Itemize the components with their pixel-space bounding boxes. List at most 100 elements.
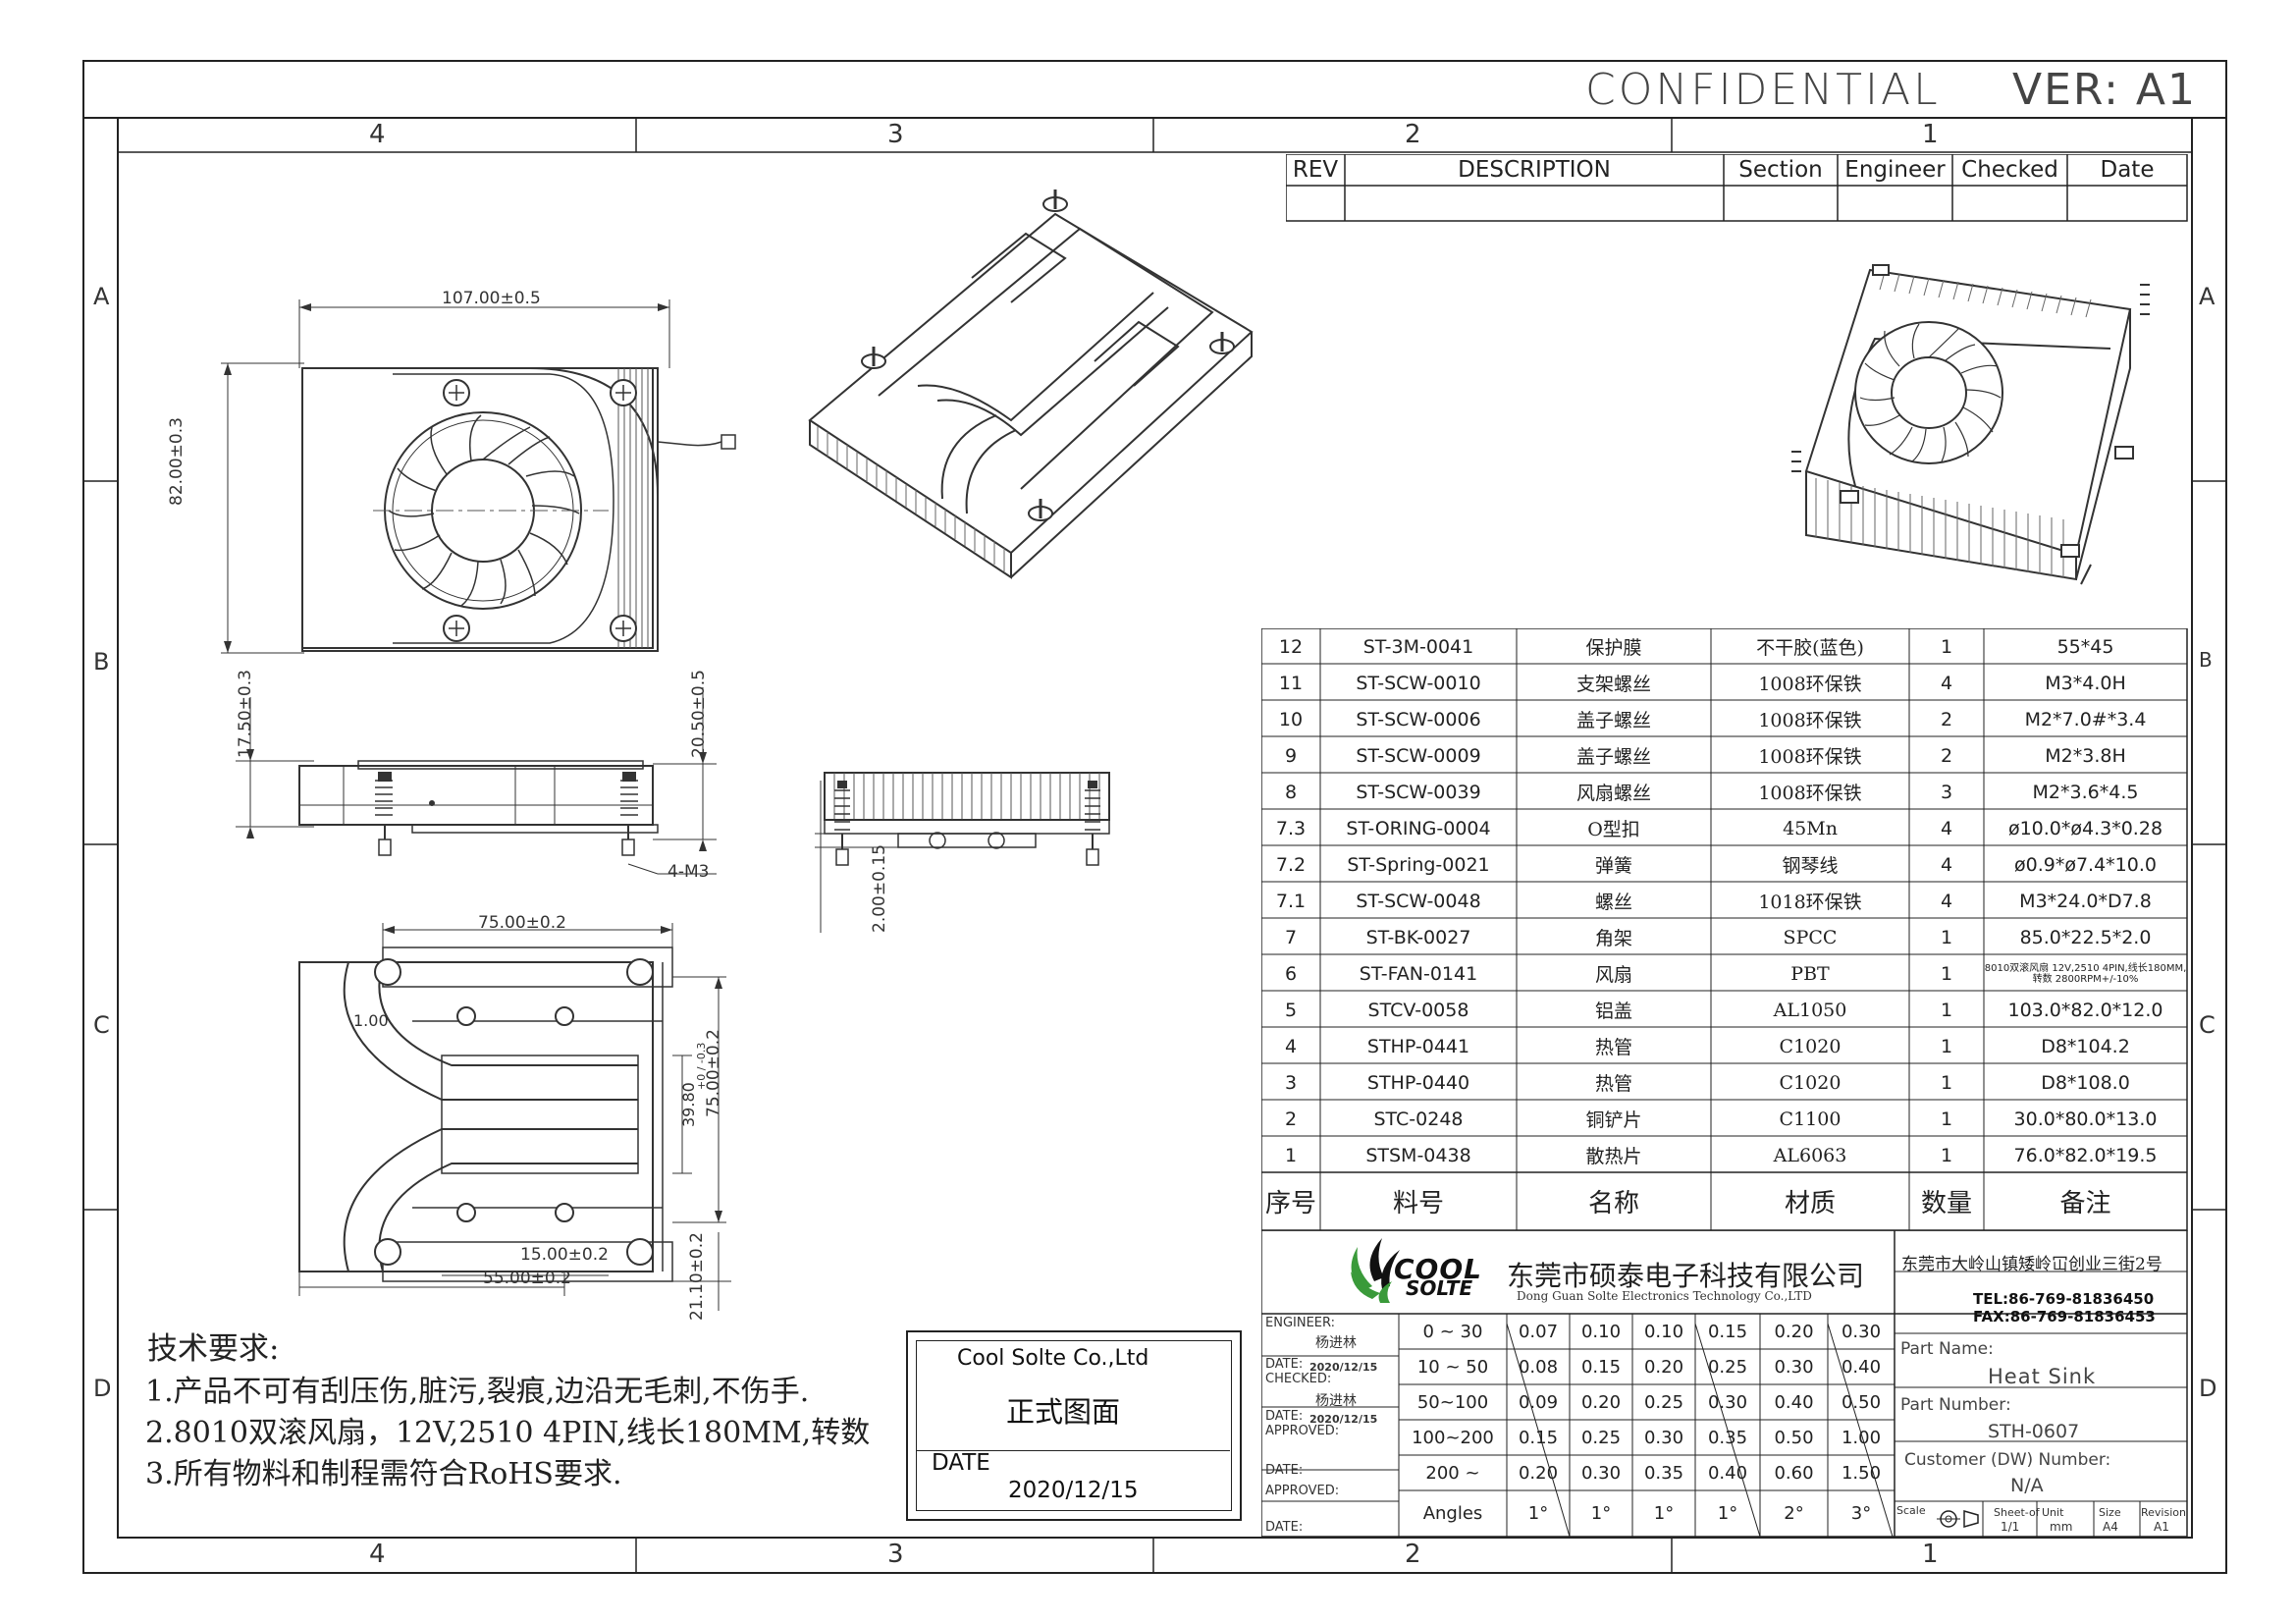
bom-cell-no: 7.3 [1275, 817, 1307, 839]
stamp-company: Cool Solte Co.,Ltd [957, 1346, 1149, 1371]
bom-cell-note: 55*45 [2056, 635, 2114, 658]
requirement-item-2: 2.8010双滚风扇，12V,2510 4PIN,线长180MM,转数 [145, 1416, 871, 1450]
grid-col-3-top: 3 [887, 120, 904, 149]
bom-cell-material: 45Mn [1783, 817, 1838, 839]
grid-row-a-left: A [93, 283, 110, 310]
dim-thread: 4-M3 [667, 862, 710, 882]
bom-cell-no: 11 [1278, 672, 1304, 694]
bom-cell-pn: ST-BK-0027 [1365, 926, 1471, 948]
stamp-date-value: 2020/12/15 [1008, 1478, 1139, 1503]
tolerance-angle: 1° [1717, 1503, 1738, 1524]
approved2-label: APPROVED: [1265, 1484, 1340, 1498]
revision-label: Revision [2141, 1506, 2186, 1519]
grid-row-d-right: D [2199, 1375, 2217, 1402]
bom-cell-pn: ST-FAN-0141 [1359, 962, 1478, 985]
unit-value: mm [2050, 1520, 2073, 1534]
grid-row-b-left: B [93, 648, 110, 676]
grid-col-1-bottom: 1 [1922, 1540, 1939, 1569]
company-tel: TEL:86-769-81836450 [1973, 1290, 2155, 1308]
tolerance-value: 0.50 [1774, 1427, 1814, 1448]
rev-header: REV [1292, 157, 1339, 183]
bom-header-name: 名称 [1587, 1189, 1639, 1218]
company-logo [1351, 1238, 1400, 1303]
grid-row-a-right: A [2199, 283, 2216, 310]
bom-cell-material: 1008环保铁 [1758, 783, 1862, 804]
bom-cell-name: 热管 [1594, 1037, 1632, 1058]
stamp-date-label: DATE [932, 1450, 990, 1476]
isometric-top-view [1791, 264, 2150, 585]
bom-cell-material: AL6063 [1773, 1144, 1847, 1166]
tolerance-value: 0.10 [1580, 1321, 1622, 1342]
bom-cell-pn: ST-SCW-0048 [1356, 890, 1481, 912]
bom-cell-qty: 4 [1940, 817, 1953, 839]
tolerance-value: 0.60 [1774, 1462, 1814, 1484]
bom-cell-note: D8*108.0 [2041, 1071, 2130, 1094]
tolerance-value: 0.20 [1774, 1321, 1814, 1342]
grid-col-2-bottom: 2 [1405, 1540, 1421, 1569]
bom-cell-material: 不干胶(蓝色) [1756, 637, 1864, 659]
bom-cell-pn: STHP-0440 [1366, 1071, 1470, 1094]
bom-cell-material: 1018环保铁 [1758, 892, 1862, 913]
date1-label: DATE: [1265, 1357, 1304, 1372]
isometric-bottom-view [808, 189, 1254, 579]
bom-cell-note: M3*4.0H [2045, 672, 2126, 694]
bom-cell-no: 10 [1278, 708, 1304, 730]
bom-cell-no: 1 [1284, 1144, 1298, 1166]
bom-cell-qty: 2 [1940, 744, 1953, 767]
tolerance-value: 0.30 [1841, 1321, 1882, 1342]
bom-cell-no: 5 [1284, 999, 1298, 1021]
bom-cell-note: ø0.9*ø7.4*10.0 [2014, 853, 2157, 876]
checked-header: Checked [1961, 157, 2058, 183]
revision-table-grid [1286, 154, 2188, 222]
bom-cell-pn: ST-SCW-0009 [1356, 744, 1481, 767]
tolerance-value: 0.07 [1518, 1321, 1559, 1342]
customer-value: N/A [2010, 1475, 2044, 1496]
bom-cell-material: 1008环保铁 [1758, 710, 1862, 731]
bom-cell-pn: STHP-0441 [1366, 1035, 1470, 1057]
official-drawing-stamp: Cool Solte Co.,Ltd 正式图面 DATE 2020/12/15 [906, 1330, 1242, 1521]
grid-col-3-bottom: 3 [887, 1540, 904, 1569]
grid-col-2-top: 2 [1405, 120, 1421, 149]
engineer-header: Engineer [1844, 157, 1946, 183]
bom-cell-no: 4 [1284, 1035, 1298, 1057]
part-number-value: STH-0607 [1988, 1421, 2080, 1442]
bom-cell-qty: 1 [1940, 1144, 1953, 1166]
tolerance-value: 0.30 [1707, 1391, 1748, 1413]
bom-cell-pn: ST-Spring-0021 [1347, 853, 1490, 876]
bom-cell-material: SPCC [1783, 926, 1838, 948]
grid-col-4-top: 4 [369, 120, 386, 149]
bom-cell-material: PBT [1790, 962, 1830, 985]
bom-cell-name: 铝盖 [1594, 1001, 1632, 1022]
tolerance-angle: 2° [1784, 1503, 1804, 1524]
bom-cell-material: 1008环保铁 [1758, 674, 1862, 695]
bom-cell-qty: 1 [1940, 1108, 1953, 1130]
bom-cell-name: 盖子螺丝 [1575, 746, 1651, 768]
bom-cell-no: 3 [1284, 1071, 1298, 1094]
bom-header-material: 材质 [1784, 1189, 1836, 1218]
bom-cell-qty: 4 [1940, 853, 1953, 876]
bom-header-pn: 料号 [1392, 1189, 1444, 1218]
bom-cell-note: 30.0*80.0*13.0 [2013, 1108, 2158, 1130]
scale-label: Scale [1896, 1504, 1926, 1517]
dim-bottom-gap: 1.00 [353, 1011, 389, 1030]
tolerance-value: 0.20 [1643, 1356, 1684, 1378]
tolerance-value: 1.50 [1841, 1462, 1882, 1484]
tolerance-value: 0.30 [1643, 1427, 1684, 1448]
size-label: Size [2099, 1506, 2121, 1519]
bom-cell-note: M2*3.6*4.5 [2032, 781, 2139, 803]
dim-bottom-w2: 55.00±0.2 [483, 1269, 571, 1288]
bom-cell-qty: 1 [1940, 926, 1953, 948]
tolerance-value: 0.10 [1643, 1321, 1684, 1342]
tolerance-value: 0.09 [1518, 1391, 1559, 1413]
size-value: A4 [2103, 1520, 2118, 1534]
tolerance-range: 100~200 [1412, 1427, 1494, 1448]
description-header: DESCRIPTION [1458, 157, 1611, 183]
bom-cell-pn: STCV-0058 [1367, 999, 1469, 1021]
company-fax: FAX:86-769-81836453 [1973, 1308, 2156, 1325]
tolerance-range: 50~100 [1416, 1391, 1489, 1413]
bom-cell-note: M2*3.8H [2045, 744, 2126, 767]
bom-header-no: 序号 [1264, 1189, 1316, 1218]
tolerance-value: 0.15 [1707, 1321, 1748, 1342]
logo-word-solte: SOLTE [1406, 1276, 1473, 1300]
